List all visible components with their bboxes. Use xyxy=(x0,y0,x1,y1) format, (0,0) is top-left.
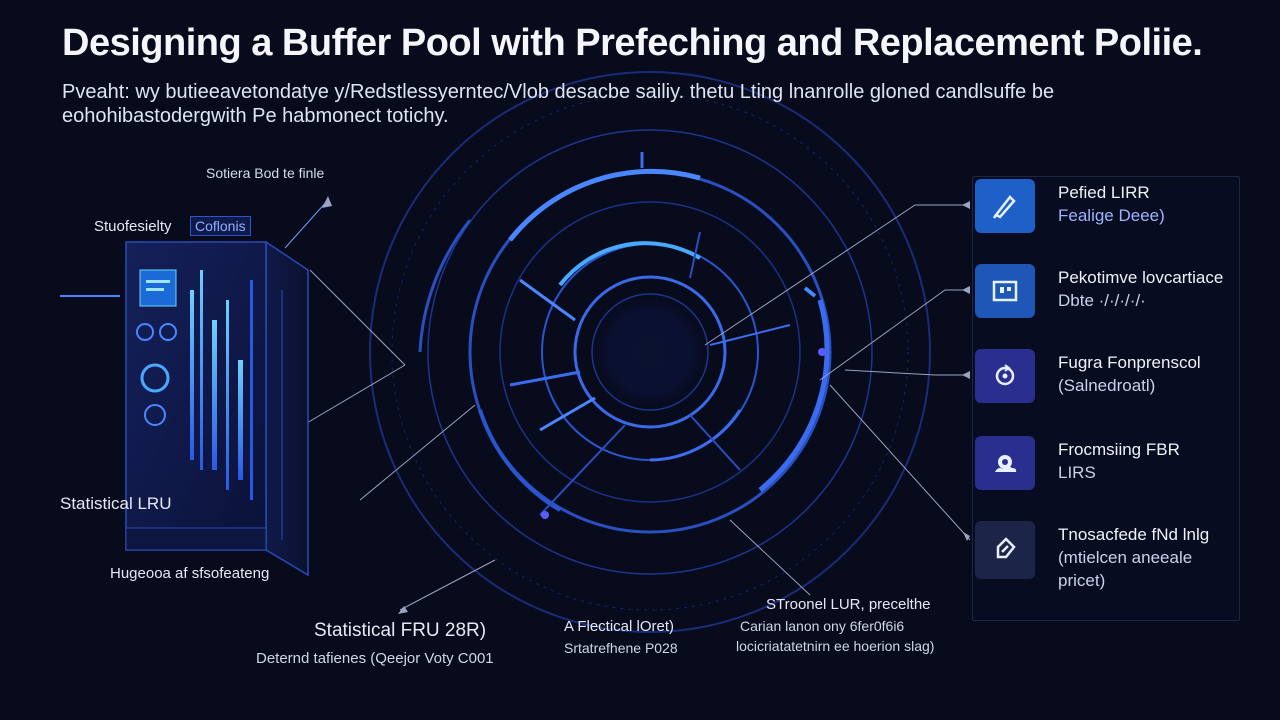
policy-entry-5[interactable]: Tnosacfede fNd lnlg (mtielcen aneeale pr… xyxy=(975,517,1265,590)
connector-top-arrow xyxy=(284,199,329,249)
ring-arc-4 xyxy=(558,241,702,287)
policy-entry-2-text: Pekotimve lovcartiace Dbte ·/·/·/·/· xyxy=(1058,266,1223,312)
ring-spoke-4 xyxy=(709,324,791,346)
page-title: Designing a Buffer Pool with Prefeching … xyxy=(62,22,1203,64)
bottom-left-sub: Deternd tafienes (Qeejor Voty C001 xyxy=(256,650,494,667)
cabinet-bar-2 xyxy=(200,270,203,470)
ring-spoke-2 xyxy=(509,370,581,387)
connector-bottom-right xyxy=(729,519,811,596)
cabinet-dial-2 xyxy=(144,404,166,426)
bottom-right-title: STroonel LUR, precelthe xyxy=(766,596,931,613)
ring-arc-5 xyxy=(649,409,742,462)
ring-spoke-3 xyxy=(539,396,596,432)
policy-entry-3-sub: (Salnedroatl) xyxy=(1058,376,1156,395)
connector-entry-2 xyxy=(819,289,970,381)
cabinet-bar-4 xyxy=(226,300,229,490)
arrow-head-3 xyxy=(962,286,970,294)
connector-entry-5 xyxy=(829,384,971,541)
buffer-rings xyxy=(369,71,931,633)
cabinet-side xyxy=(265,240,309,577)
ring-arc-2 xyxy=(758,299,830,492)
connector-1b xyxy=(294,364,406,431)
connector-entry-3 xyxy=(844,369,970,376)
tag-icon xyxy=(975,521,1035,579)
ring-4 xyxy=(499,201,801,503)
ring-outer xyxy=(369,71,931,633)
connector-3 xyxy=(399,559,496,611)
ring-tick-2 xyxy=(803,286,817,298)
arrow-head-2 xyxy=(962,201,970,209)
screen-line-1 xyxy=(146,280,170,283)
server-bottom-label: Hugeooa af sfsofeateng xyxy=(110,565,270,582)
ring-arc-6 xyxy=(418,219,472,353)
policy-entry-1[interactable]: Pefied LIRR Fealige Deee) xyxy=(975,175,1265,235)
bottom-right-sub2: locicriatatetnirn ee hoerion slag) xyxy=(736,638,935,654)
arrow-head-1 xyxy=(322,196,332,208)
server-tab-left-label: Stuofesielty xyxy=(94,218,172,235)
ring-dot-2 xyxy=(541,511,549,519)
page-subtitle: Pveaht: wy butieeavetondatye y/Redstless… xyxy=(62,81,1055,127)
cabinet-base xyxy=(125,527,267,551)
cabinet-bar-6 xyxy=(250,280,253,500)
cabinet-knob-1 xyxy=(136,323,154,341)
connector-1 xyxy=(309,269,406,366)
policy-entry-2-sub: Dbte ·/·/·/·/· xyxy=(1058,291,1146,310)
arrow-head-5 xyxy=(963,532,970,541)
arrow-head-6 xyxy=(398,606,408,614)
arrow-head-4 xyxy=(962,371,970,379)
connector-entry-1 xyxy=(704,204,970,346)
cabinet-dial-1 xyxy=(140,363,170,393)
policy-entry-2[interactable]: Pekotimve lovcartiace Dbte ·/·/·/·/· xyxy=(975,260,1265,320)
policy-entry-2-title: Pekotimve lovcartiace xyxy=(1058,268,1224,287)
ring-spoke-6 xyxy=(539,424,626,516)
screen-line-2 xyxy=(146,288,164,291)
policy-entry-1-text: Pefied LIRR Fealige Deee) xyxy=(1058,181,1165,227)
policy-entry-3[interactable]: Fugra Fonprenscol (Salnedroatl) xyxy=(975,345,1265,405)
bottom-left-title: Statistical FRU 28R) xyxy=(314,620,487,641)
policy-entry-4-sub: LIRS xyxy=(1058,463,1096,482)
policy-entry-3-text: Fugra Fonprenscol (Salnedroatl) xyxy=(1058,351,1201,397)
ring-arc-3 xyxy=(478,409,562,512)
ring-spoke-7 xyxy=(689,414,741,471)
policy-entry-5-sub: (mtielcen aneeale xyxy=(1058,548,1193,567)
ring-spoke-5 xyxy=(689,231,701,279)
ring-6 xyxy=(573,275,727,429)
ring-dot-1 xyxy=(818,348,826,356)
bottom-mid-title: A Flectical lOret) xyxy=(564,618,675,635)
server-cabinet xyxy=(125,240,309,577)
policy-entry-3-title: Fugra Fonprenscol xyxy=(1058,353,1201,372)
cabinet-knob-2 xyxy=(159,323,177,341)
policy-entry-1-sub: Fealige Deee) xyxy=(1058,206,1165,225)
policy-entry-5-text: Tnosacfede fNd lnlg (mtielcen aneeale pr… xyxy=(1058,523,1209,592)
ring-spoke-1 xyxy=(519,278,576,322)
cabinet-bar-5 xyxy=(238,360,243,480)
cycle-icon xyxy=(975,349,1035,403)
gear-cloud-icon xyxy=(975,436,1035,490)
window-icon xyxy=(975,264,1035,318)
bottom-right-sub1: Carian lanon ony 6fer0f6i6 xyxy=(740,618,905,634)
cabinet-bar-3 xyxy=(212,320,217,470)
policy-entry-5-title: Tnosacfede fNd lnlg xyxy=(1058,525,1210,544)
bottom-mid-sub: Srtatrefhene P028 xyxy=(564,640,678,656)
server-tab-right-label: Coflonis xyxy=(190,216,251,236)
cabinet-bar-1 xyxy=(190,290,194,460)
policy-entry-1-title: Pefied LIRR xyxy=(1058,183,1150,202)
ring-2 xyxy=(427,129,873,575)
connector-2 xyxy=(359,404,476,501)
server-side-label: Statistical LRU xyxy=(60,494,172,513)
arrow-heads xyxy=(322,196,970,614)
policy-entry-4-text: Frocmsiing FBR LIRS xyxy=(1058,438,1180,484)
ring-core xyxy=(591,293,709,411)
policy-entry-4[interactable]: Frocmsiing FBR LIRS xyxy=(975,432,1265,492)
pencil-icon xyxy=(975,179,1035,233)
connector-lines xyxy=(60,199,971,611)
policy-entry-4-title: Frocmsiing FBR xyxy=(1058,440,1180,459)
server-top-label: Sotiera Bod te finle xyxy=(206,165,325,181)
policy-entry-5-sub2: pricet) xyxy=(1058,571,1106,590)
ring-arc-1 xyxy=(508,168,701,242)
